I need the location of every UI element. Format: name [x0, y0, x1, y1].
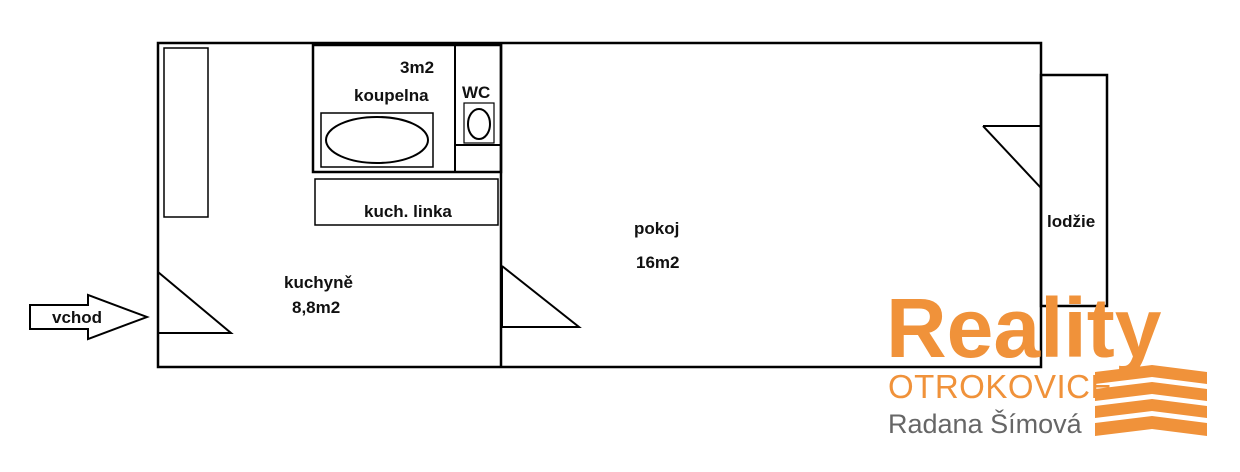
- bathroom-label: koupelna: [354, 86, 429, 105]
- kitchen-counter: [314, 178, 499, 226]
- kitchen-area-label: 8,8m2: [292, 298, 340, 317]
- toilet: [467, 108, 491, 140]
- loggia-outline: [1039, 73, 1109, 308]
- logo-mark-icon: [1095, 365, 1207, 436]
- room-label: pokoj: [634, 219, 679, 238]
- entrance-label: vchod: [52, 308, 102, 327]
- bathroom-area-label: 3m2: [400, 58, 434, 77]
- entrance-arrow-icon: [29, 293, 150, 341]
- room-area-label: 16m2: [636, 253, 679, 272]
- kitchen-unit-label: kuch. linka: [364, 202, 452, 221]
- logo-city: OTROKOVICE: [888, 368, 1113, 405]
- bathtub: [325, 116, 429, 164]
- entrance-door: [157, 271, 234, 334]
- balcony-door: [982, 125, 1042, 191]
- wc-label: WC: [462, 83, 490, 102]
- bathroom-outline: [311, 43, 503, 174]
- toilet-frame: [463, 102, 495, 144]
- wardrobe: [163, 47, 209, 218]
- logo-brand: Reality: [886, 281, 1162, 375]
- kitchen-label: kuchyně: [284, 273, 353, 292]
- agency-logo: Reality OTROKOVICE Radana Šímová: [886, 281, 1207, 439]
- room-door: [501, 265, 582, 328]
- loggia-label: lodžie: [1047, 212, 1095, 231]
- bathtub-frame: [320, 112, 434, 168]
- logo-agent: Radana Šímová: [888, 408, 1083, 439]
